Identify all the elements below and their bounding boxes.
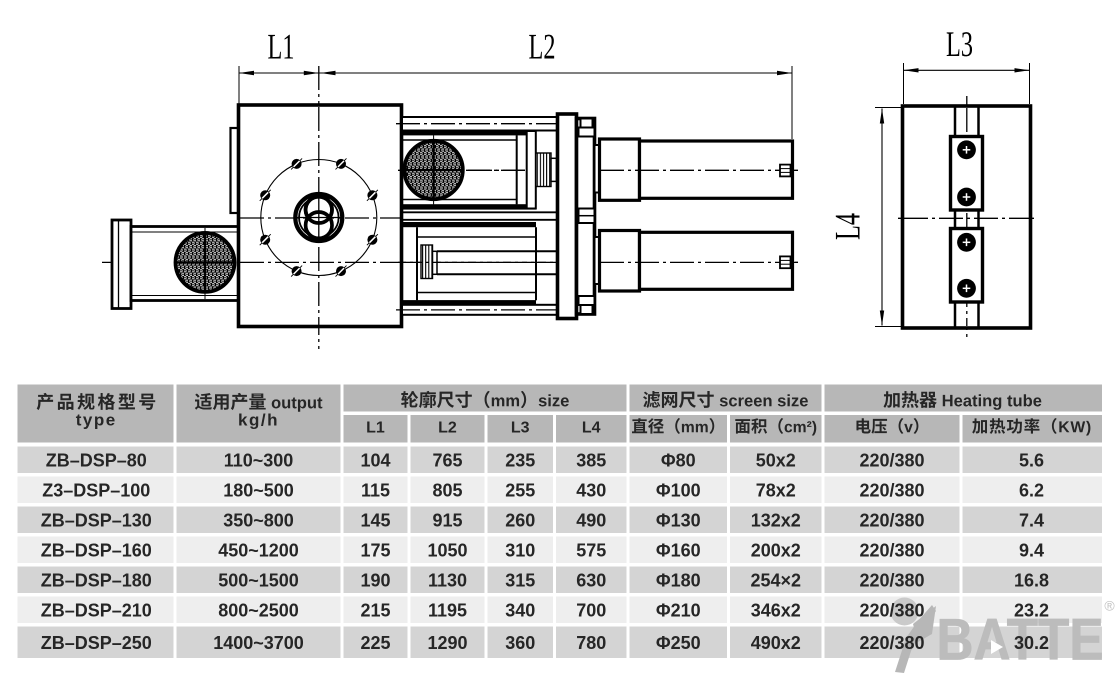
svg-text:Φ80: Φ80	[661, 450, 696, 470]
svg-text:1050: 1050	[427, 540, 467, 560]
svg-text:215: 215	[360, 600, 390, 620]
svg-text:220/380: 220/380	[859, 600, 924, 620]
svg-text:L4: L4	[582, 419, 601, 436]
svg-text:1400~3700: 1400~3700	[213, 633, 304, 653]
svg-text:490x2: 490x2	[751, 633, 801, 653]
svg-text:L2: L2	[438, 419, 457, 436]
svg-text:9.4: 9.4	[1019, 540, 1044, 560]
svg-text:78x2: 78x2	[756, 480, 796, 500]
svg-text:1195: 1195	[428, 600, 467, 620]
svg-text:350~800: 350~800	[223, 510, 294, 530]
svg-text:ZB–DSP–210: ZB–DSP–210	[41, 600, 152, 620]
svg-text:235: 235	[505, 450, 535, 470]
svg-text:225: 225	[360, 633, 390, 653]
svg-text:L3: L3	[511, 419, 530, 436]
svg-text:132x2: 132x2	[751, 510, 801, 530]
svg-text:575: 575	[576, 540, 606, 560]
svg-text:1130: 1130	[428, 570, 467, 590]
svg-text:346x2: 346x2	[751, 600, 801, 620]
svg-text:260: 260	[505, 510, 535, 530]
svg-text:Φ130: Φ130	[656, 510, 701, 530]
svg-text:430: 430	[576, 480, 606, 500]
svg-text:1290: 1290	[427, 633, 467, 653]
svg-text:500~1500: 500~1500	[218, 570, 299, 590]
svg-text:ZB–DSP–180: ZB–DSP–180	[41, 570, 152, 590]
svg-text:ZB–DSP–130: ZB–DSP–130	[41, 510, 152, 530]
svg-text:110~300: 110~300	[224, 450, 294, 470]
svg-text:220/380: 220/380	[859, 540, 924, 560]
svg-text:630: 630	[576, 570, 606, 590]
svg-text:450~1200: 450~1200	[218, 540, 299, 560]
svg-text:220/380: 220/380	[859, 480, 924, 500]
svg-text:175: 175	[360, 540, 390, 560]
svg-text:255: 255	[505, 480, 535, 500]
svg-text:310: 310	[505, 540, 535, 560]
svg-text:315: 315	[505, 570, 535, 590]
svg-text:BATTE: BATTE	[937, 608, 1104, 673]
svg-text:5.6: 5.6	[1019, 450, 1044, 470]
svg-text:180~500: 180~500	[223, 480, 294, 500]
svg-text:Φ250: Φ250	[656, 633, 701, 653]
svg-text:ZB–DSP–250: ZB–DSP–250	[41, 633, 152, 653]
svg-text:kg/h: kg/h	[238, 410, 279, 429]
svg-text:360: 360	[505, 633, 535, 653]
svg-text:type: type	[76, 410, 117, 429]
svg-text:23.2: 23.2	[1014, 600, 1049, 620]
svg-text:220/380: 220/380	[859, 450, 924, 470]
svg-text:Φ180: Φ180	[656, 570, 701, 590]
svg-text:915: 915	[432, 510, 462, 530]
svg-text:200x2: 200x2	[751, 540, 801, 560]
svg-text:220/380: 220/380	[859, 633, 924, 653]
svg-text:30.2: 30.2	[1014, 633, 1049, 653]
svg-text:50x2: 50x2	[756, 450, 796, 470]
svg-text:7.4: 7.4	[1019, 510, 1044, 530]
svg-text:®: ®	[1104, 598, 1115, 614]
svg-text:104: 104	[360, 450, 390, 470]
svg-text:254×2: 254×2	[750, 570, 801, 590]
svg-text:ZB–DSP–160: ZB–DSP–160	[41, 540, 152, 560]
svg-text:Z3–DSP–100: Z3–DSP–100	[42, 480, 150, 500]
svg-text:765: 765	[432, 450, 462, 470]
svg-text:ZB–DSP–80: ZB–DSP–80	[46, 450, 147, 470]
svg-text:220/380: 220/380	[859, 570, 924, 590]
svg-text:16.8: 16.8	[1014, 570, 1049, 590]
svg-text:190: 190	[360, 570, 390, 590]
svg-text:Φ210: Φ210	[656, 600, 701, 620]
svg-text:145: 145	[360, 510, 390, 530]
svg-text:385: 385	[576, 450, 606, 470]
svg-text:490: 490	[576, 510, 606, 530]
svg-text:Φ100: Φ100	[656, 480, 701, 500]
svg-text:780: 780	[576, 633, 606, 653]
svg-text:340: 340	[505, 600, 535, 620]
svg-text:800~2500: 800~2500	[218, 600, 299, 620]
svg-text:115: 115	[361, 480, 390, 500]
svg-text:6.2: 6.2	[1019, 480, 1044, 500]
svg-text:220/380: 220/380	[859, 510, 924, 530]
svg-text:805: 805	[432, 480, 462, 500]
svg-text:700: 700	[576, 600, 606, 620]
svg-text:L1: L1	[366, 419, 385, 436]
svg-text:Φ160: Φ160	[656, 540, 701, 560]
